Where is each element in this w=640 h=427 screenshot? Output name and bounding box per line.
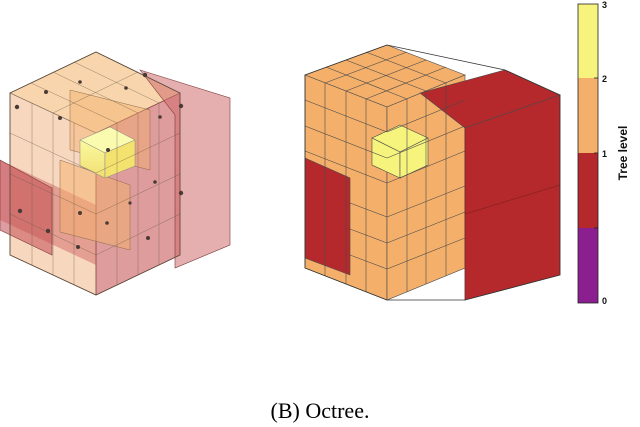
colorbar-level-2 bbox=[578, 78, 598, 153]
colorbar: 3 2 1 0 Tree level bbox=[577, 0, 630, 306]
colorbar-level-0 bbox=[578, 228, 598, 303]
colorbar-tick-2: 2 bbox=[602, 74, 607, 84]
colorbar-level-1 bbox=[578, 153, 598, 228]
transparent-octree-cube bbox=[0, 51, 231, 296]
colorbar-tick-0: 0 bbox=[602, 296, 607, 306]
caption-text: Octree. bbox=[305, 398, 370, 423]
data-points bbox=[14, 72, 184, 249]
figure-caption: (B) Octree. bbox=[0, 398, 640, 424]
colorbar-level-3 bbox=[578, 4, 598, 78]
colorbar-tick-3: 3 bbox=[602, 0, 607, 10]
caption-label: (B) bbox=[270, 398, 300, 423]
colorbar-tick-1: 1 bbox=[602, 149, 607, 159]
solid-octree-cube bbox=[304, 44, 561, 301]
colorbar-title: Tree level bbox=[616, 126, 630, 181]
